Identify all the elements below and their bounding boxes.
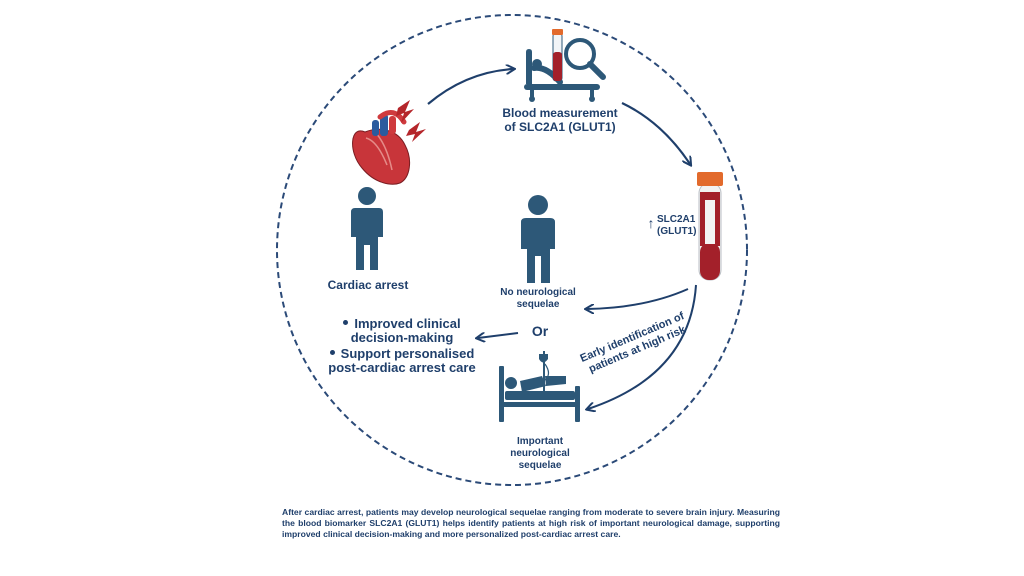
arrow-blood-test-to-tube <box>621 102 690 164</box>
cycle-diagram <box>276 14 748 486</box>
person-icon-cardiac-arrest <box>351 187 383 270</box>
person-icon-no-sequelae <box>521 195 555 283</box>
important-sequelae-label: Important neurological sequelae <box>510 436 570 471</box>
heart-icon <box>352 110 411 185</box>
bullet-dot <box>343 320 349 326</box>
up-arrow-icon: ↑ <box>647 215 655 231</box>
blood-test-icon <box>524 29 606 102</box>
lightning-icon <box>396 100 426 142</box>
arrow-tube-to-important-sequelae <box>588 284 697 409</box>
bullet-dot <box>329 350 335 356</box>
figure-caption: After cardiac arrest, patients may devel… <box>282 507 780 539</box>
arrow-or-to-outcomes <box>478 332 519 338</box>
slc2a1-marker-label: SLC2A1 (GLUT1) <box>657 214 697 237</box>
hospital-bed-icon <box>499 351 580 422</box>
cardiac-arrest-label: Cardiac arrest <box>327 278 409 292</box>
arrow-heart-to-blood-test <box>427 69 513 105</box>
no-sequelae-label: No neurological sequelae <box>500 287 576 310</box>
outcomes-list: Improved clinical decision-making Suppor… <box>318 317 486 377</box>
blood-measurement-label: Blood measurement of SLC2A1 (GLUT1) <box>502 106 618 134</box>
outcome-item: Support personalised post-cardiac arrest… <box>318 347 486 375</box>
arrow-tube-to-no-sequelae <box>587 288 689 309</box>
outcome-item: Improved clinical decision-making <box>318 317 486 345</box>
or-label: Or <box>531 323 549 339</box>
outcome-text: Improved clinical decision-making <box>350 316 461 345</box>
blood-tube-icon <box>697 172 723 281</box>
outcome-text: Support personalised post-cardiac arrest… <box>328 346 476 375</box>
dashed-cycle-border <box>276 14 748 486</box>
